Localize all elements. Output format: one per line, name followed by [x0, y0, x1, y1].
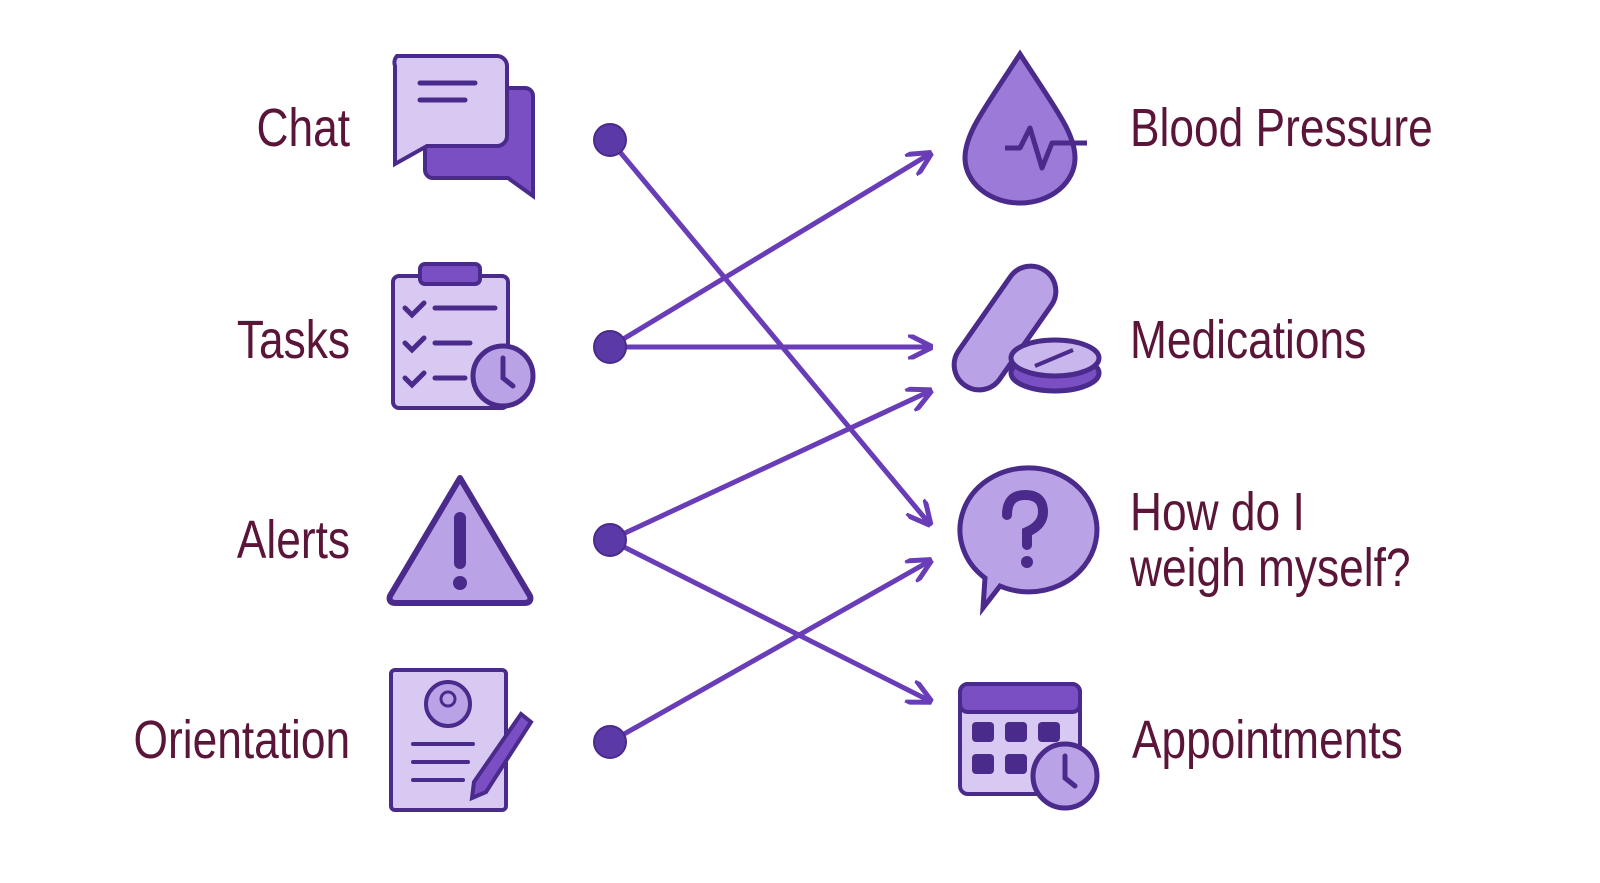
- dot-tasks: [593, 330, 627, 364]
- label-medications: Medications: [1130, 310, 1367, 370]
- arrow-chat-to-weigh: [607, 137, 928, 522]
- label-weigh-line1: How do I: [1130, 482, 1305, 542]
- warning-triangle-icon: [386, 475, 534, 606]
- label-chat: Chat: [256, 98, 350, 158]
- profile-document-pencil-icon: [389, 668, 534, 812]
- arrow-orientation-to-weigh: [607, 562, 928, 745]
- label-orientation: Orientation: [133, 710, 350, 770]
- label-blood-pressure: Blood Pressure: [1130, 98, 1433, 158]
- calendar-clock-icon: [958, 682, 1100, 811]
- dot-alerts: [593, 523, 627, 557]
- dot-orientation: [593, 725, 627, 759]
- label-tasks: Tasks: [236, 310, 350, 370]
- pills-icon: [951, 263, 1102, 394]
- arrow-tasks-to-blood-pressure: [607, 155, 928, 350]
- question-bubble-icon: [957, 465, 1100, 617]
- dot-chat: [593, 123, 627, 157]
- blood-drop-pulse-icon: [962, 49, 1087, 206]
- label-alerts: Alerts: [236, 510, 350, 570]
- label-weigh-line2: weigh myself?: [1130, 538, 1411, 598]
- arrow-alerts-to-medications: [607, 392, 928, 543]
- label-appointments: Appointments: [1132, 710, 1403, 770]
- clipboard-checklist-clock-icon: [391, 262, 536, 410]
- chat-bubbles-icon: [392, 54, 535, 200]
- arrow-alerts-to-appointments: [607, 537, 928, 700]
